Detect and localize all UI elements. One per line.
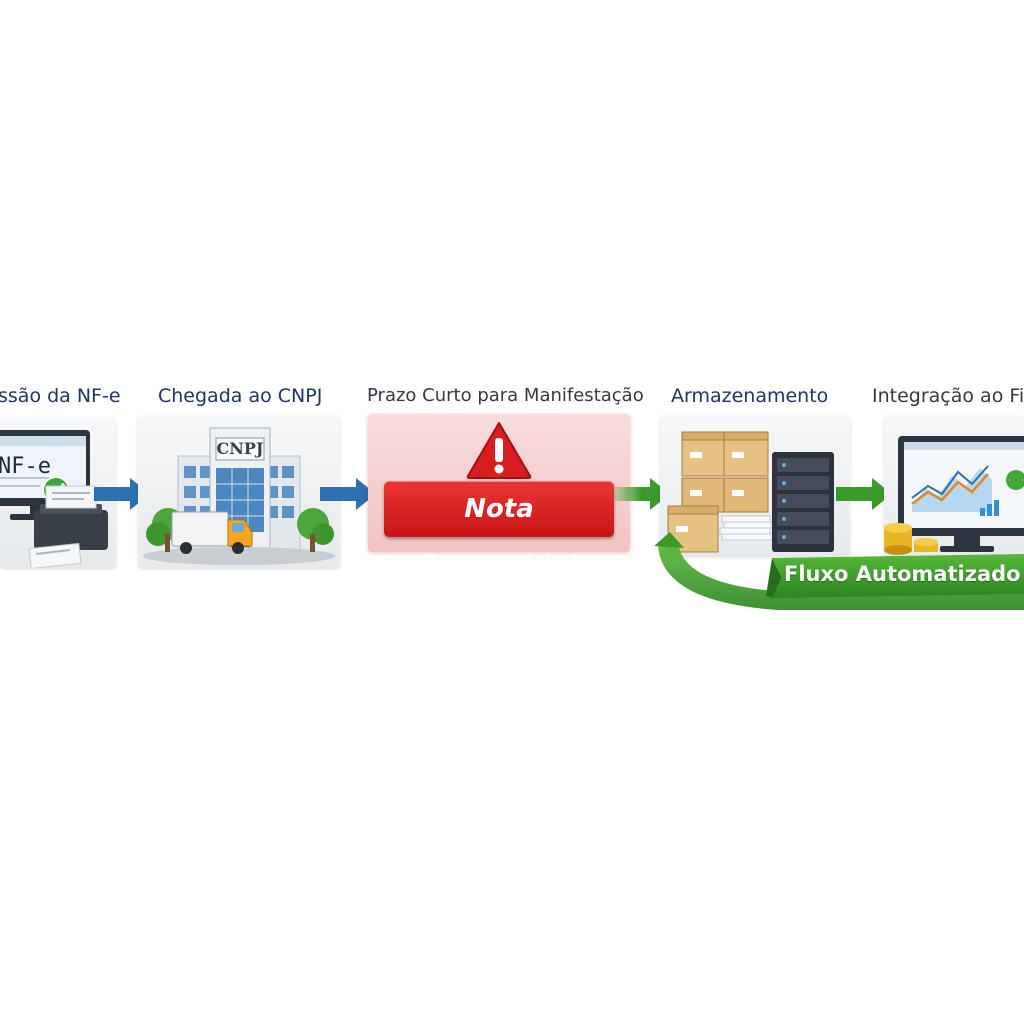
building-icon <box>143 427 335 565</box>
arrow-right-icon <box>320 478 376 510</box>
arrow-right-icon <box>836 478 892 510</box>
coins-icon <box>884 523 938 555</box>
truck-icon <box>171 511 253 554</box>
step-5-card <box>884 416 1024 566</box>
monitor-chart-coins-icon <box>884 436 1024 555</box>
step-5-title: Integração ao Fin <box>872 385 1024 407</box>
automated-flow-label: Fluxo Automatizado <box>784 562 1021 586</box>
cnpj-sign: CNPJ <box>216 439 264 458</box>
boxes-server-icon <box>667 431 834 553</box>
screen-text: NF-e <box>0 454 51 479</box>
step-2-title: Chegada ao CNPJ <box>158 385 323 407</box>
automation-curve-arrow <box>654 532 1024 610</box>
step-3-alert-card: Nota Esquecida! <box>368 414 630 580</box>
step-2-card: CNPJ <box>138 416 340 568</box>
forgotten-note-alert: Nota Esquecida! <box>384 481 614 580</box>
arrow-right-icon <box>94 478 150 510</box>
arrow-right-icon <box>612 478 670 510</box>
step-4-card <box>660 416 850 556</box>
step-4-title: Armazenamento <box>671 385 829 407</box>
step-3-title: Prazo Curto para Manifestação <box>367 385 644 406</box>
warning-triangle-icon <box>466 422 532 479</box>
step-1-title: ssão da NF-e <box>0 385 121 407</box>
